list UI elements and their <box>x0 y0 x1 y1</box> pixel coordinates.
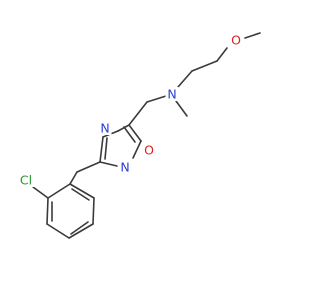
bond <box>244 32 261 39</box>
bond <box>99 136 104 163</box>
bond <box>128 124 142 142</box>
chlorine-atom-label: Cl <box>20 173 32 188</box>
ether-oxygen-label: O <box>231 33 241 48</box>
amine-nitrogen-label: N <box>167 87 176 102</box>
bond <box>99 161 118 167</box>
bond <box>71 188 90 201</box>
bond <box>69 171 78 185</box>
bond <box>104 137 108 160</box>
bond <box>76 161 101 173</box>
bond <box>47 183 71 199</box>
atom-label-background <box>229 33 243 47</box>
bond <box>92 197 95 225</box>
bond <box>68 223 94 239</box>
atom-label-background <box>165 87 179 101</box>
bond-layer <box>32 32 261 239</box>
atom-label-background <box>16 173 36 187</box>
bond <box>123 126 136 143</box>
bond <box>132 140 142 159</box>
bond <box>69 183 95 199</box>
bond <box>216 47 228 62</box>
atom-label-background <box>118 160 132 174</box>
bond <box>177 70 193 88</box>
bond <box>70 221 89 235</box>
ring-nitrogen-label: N <box>120 160 129 175</box>
atom-label-background <box>142 143 156 157</box>
ring-oxygen-label: O <box>144 143 154 158</box>
bond <box>46 197 49 225</box>
bond <box>46 223 70 239</box>
bond <box>117 124 130 132</box>
bond <box>32 186 49 199</box>
atom-label-background <box>98 121 112 135</box>
bond <box>146 95 167 103</box>
bond <box>191 60 218 72</box>
bond <box>175 100 188 117</box>
ring-nitrogen-label: N <box>100 121 109 136</box>
bond <box>128 101 148 126</box>
